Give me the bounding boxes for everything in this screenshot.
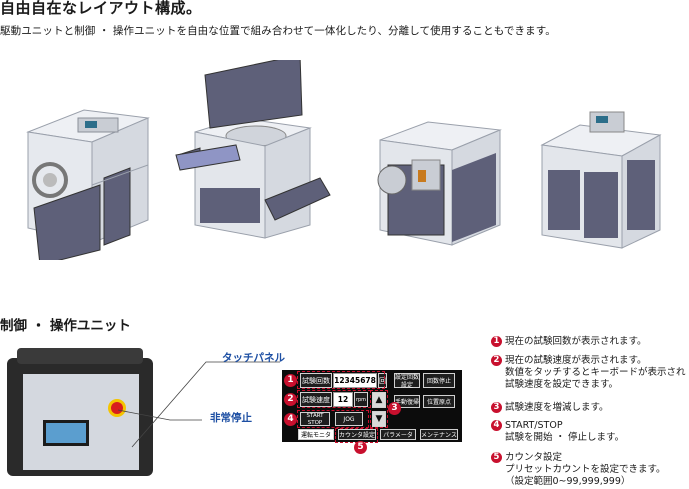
page-description: 駆動ユニットと制御 ・ 操作ユニットを自由な位置で組み合わせて一体化したり、分離… (0, 25, 556, 37)
machine-open-door (26, 109, 150, 260)
test-speed-value[interactable]: 12 (333, 392, 353, 407)
legend-number: 4 (491, 420, 502, 431)
highlight-speed-adjust (370, 390, 388, 428)
marker-5: 5 (354, 441, 367, 454)
machine-illustrations (26, 60, 662, 260)
count-unit: 回 (378, 373, 387, 388)
legend-line: カウンタ設定 (505, 452, 563, 463)
legend-number: 2 (491, 355, 502, 366)
legend-number: 5 (491, 452, 502, 463)
preset-count-button[interactable]: 設定回数 設定 (394, 373, 420, 389)
triangle-up-icon: ▲ (375, 395, 383, 405)
marker-4: 4 (284, 413, 297, 426)
marker-1: 1 (284, 374, 297, 387)
manual-reset-button[interactable]: 手動復帰 (394, 395, 420, 408)
marker-2: 2 (284, 393, 297, 406)
section-title: 制御 ・ 操作ユニット (0, 318, 131, 334)
legend-line: プリセットカウントを設定できます。 (505, 464, 666, 475)
machine-closed (540, 111, 662, 249)
legend-line: 現在の試験回数が表示されます。 (505, 336, 647, 347)
speed-down-button[interactable]: ▼ (372, 411, 386, 427)
tab-counter-settings[interactable]: カウンタ設定 (338, 429, 376, 440)
legend-line: 現在の試験速度が表示されます。 (505, 355, 647, 366)
touch-panel-screen: 試験回数 12345678 回 設定回数 設定 回数停止 試験速度 12 rpm… (282, 370, 462, 442)
legend-line: （設定範囲0~99,999,999） (505, 476, 631, 487)
highlight-speed (297, 390, 371, 408)
highlight-count (297, 371, 385, 389)
highlight-start-jog (297, 410, 369, 428)
legend-line: 数値をタッチするとキーボードが表示され (505, 367, 686, 378)
touch-panel-callout: タッチパネル (222, 352, 285, 364)
triangle-down-icon: ▼ (375, 414, 383, 424)
speed-up-button[interactable]: ▲ (372, 392, 386, 408)
test-speed-label: 試験速度 (300, 392, 332, 407)
tab-parameters[interactable]: パラメータ (380, 429, 416, 440)
machine-open-top (175, 60, 331, 239)
test-count-label: 試験回数 (300, 373, 332, 388)
machine-side-unit (377, 121, 502, 246)
callout-lines (117, 361, 280, 448)
marker-3: 3 (388, 402, 401, 415)
legend-line: 試験を開始 ・ 停止します。 (505, 432, 625, 443)
jog-button[interactable]: JOG (335, 412, 363, 426)
start-stop-button[interactable]: START STOP (300, 412, 330, 426)
tab-run-monitor[interactable]: 運転モニタ (298, 429, 334, 440)
legend-number: 3 (491, 402, 502, 413)
control-unit-illustration (7, 348, 153, 476)
legend-line: 試験速度を増減します。 (505, 402, 609, 413)
speed-unit: rpm (354, 392, 368, 407)
count-stop-button[interactable]: 回数停止 (423, 373, 455, 388)
page-title: 自由自在なレイアウト構成。 (0, 0, 202, 17)
origin-position-button[interactable]: 位置原点 (423, 395, 455, 408)
legend-number: 1 (491, 336, 502, 347)
tab-maintenance[interactable]: メンテナンス (420, 429, 458, 440)
legend-line: 試験速度を設定できます。 (505, 379, 619, 390)
emergency-stop-callout: 非常停止 (210, 412, 252, 424)
legend-line: START/STOP (505, 420, 563, 431)
test-count-value: 12345678 (333, 373, 377, 388)
